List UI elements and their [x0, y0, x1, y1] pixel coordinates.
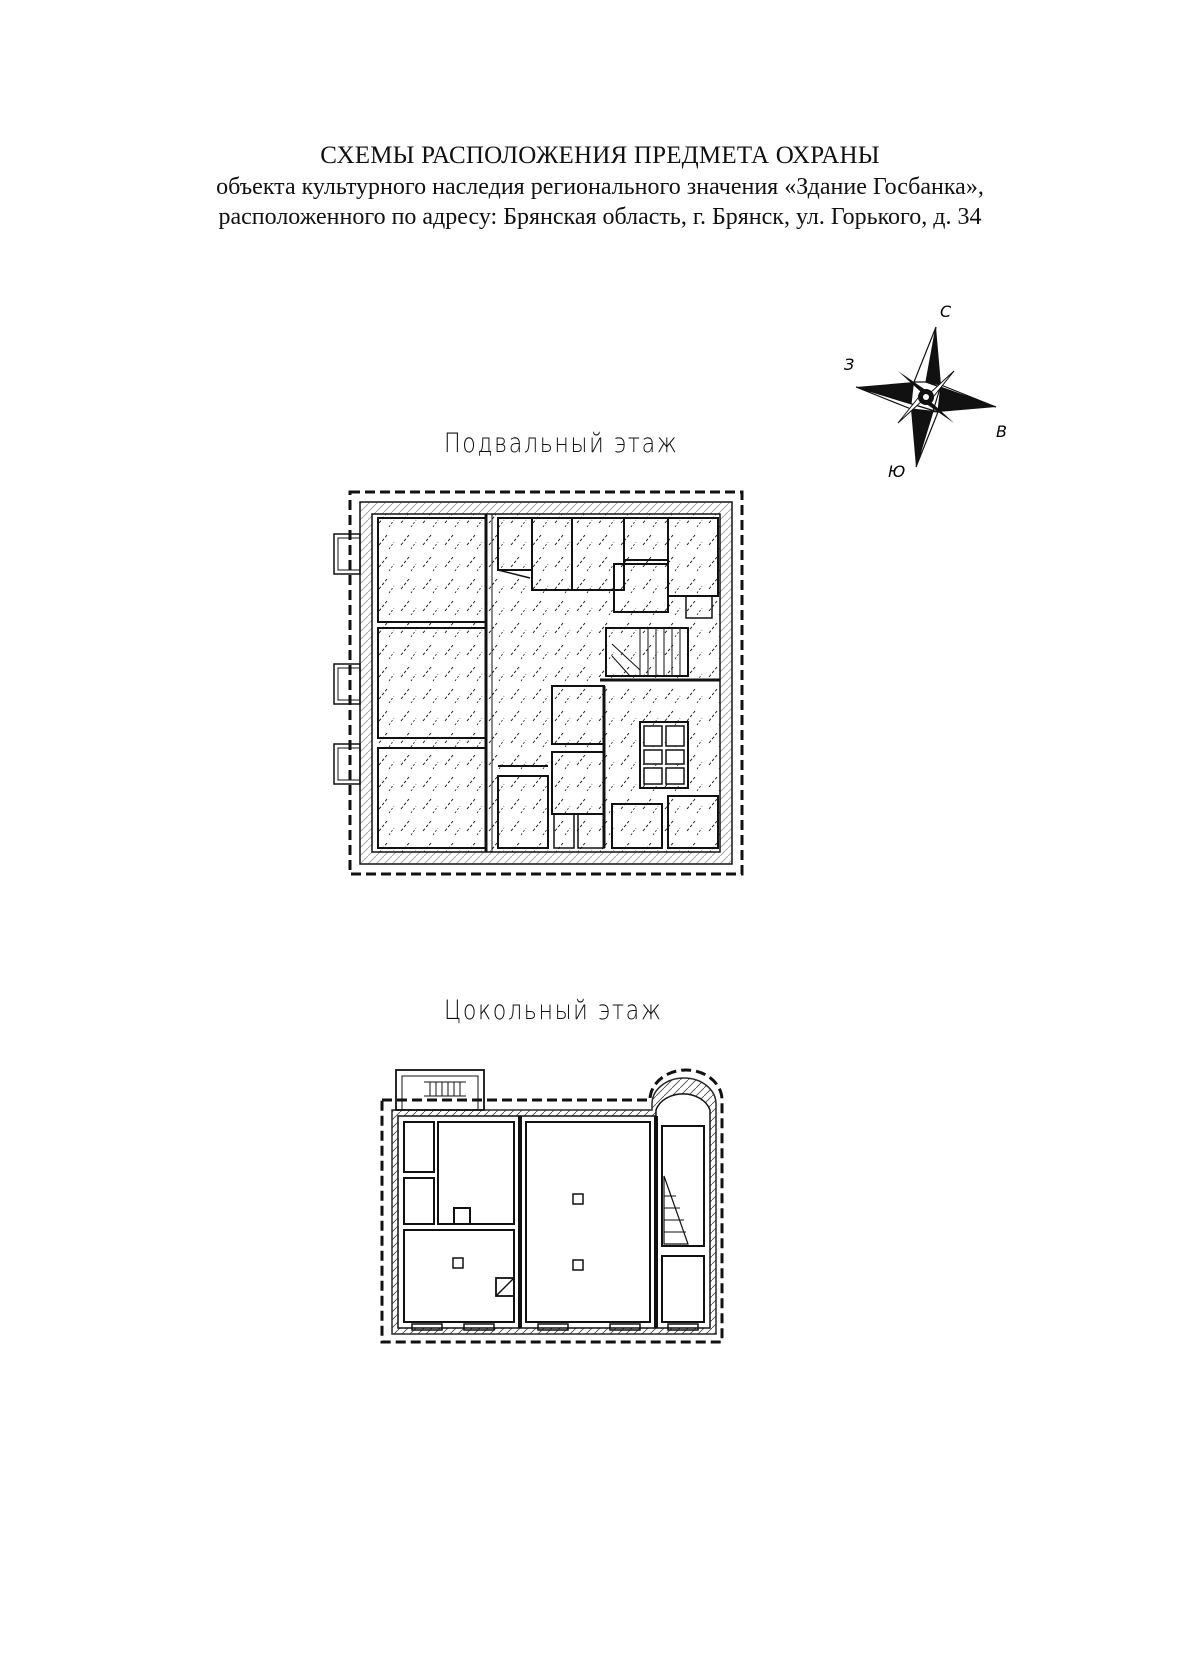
column: [572, 1193, 584, 1205]
ground-room: [437, 1121, 515, 1225]
document-subtitle-line-1: объекта культурного наследия регионально…: [216, 174, 984, 200]
compass-rose: С В Ю З: [844, 302, 1007, 481]
ground-staircase: [663, 1175, 689, 1245]
basement-plan: [333, 490, 744, 876]
document-title: СХЕМЫ РАСПОЛОЖЕНИЯ ПРЕДМЕТА ОХРАНЫ: [320, 142, 880, 169]
column: [572, 1259, 584, 1271]
document-header: СХЕМЫ РАСПОЛОЖЕНИЯ ПРЕДМЕТА ОХРАНЫ объек…: [0, 140, 1200, 232]
compass-west-label: З: [844, 355, 854, 374]
compass-south-label: Ю: [888, 462, 905, 481]
basement-label: Подвальный этаж: [444, 428, 679, 459]
basement-vault: [639, 721, 689, 789]
staircase-steps: [611, 628, 681, 677]
document-subtitle-line-2: расположенного по адресу: Брянская облас…: [218, 204, 982, 230]
ground-floor-label: Цокольный этаж: [444, 995, 663, 1026]
ground-floor-plan: [380, 1068, 724, 1344]
ground-room: [403, 1229, 515, 1323]
compass-east-label: В: [996, 422, 1007, 441]
ground-protection-boundary: [380, 1068, 724, 1344]
basement-protection-boundary: [348, 490, 744, 876]
compass-north-label: С: [940, 302, 952, 321]
compass-star-icon: [855, 326, 997, 468]
ground-main-hall: [525, 1121, 651, 1323]
column: [452, 1257, 464, 1269]
basement-staircase: [605, 627, 689, 677]
ground-windows: [411, 1323, 699, 1331]
ground-room: [661, 1255, 705, 1323]
